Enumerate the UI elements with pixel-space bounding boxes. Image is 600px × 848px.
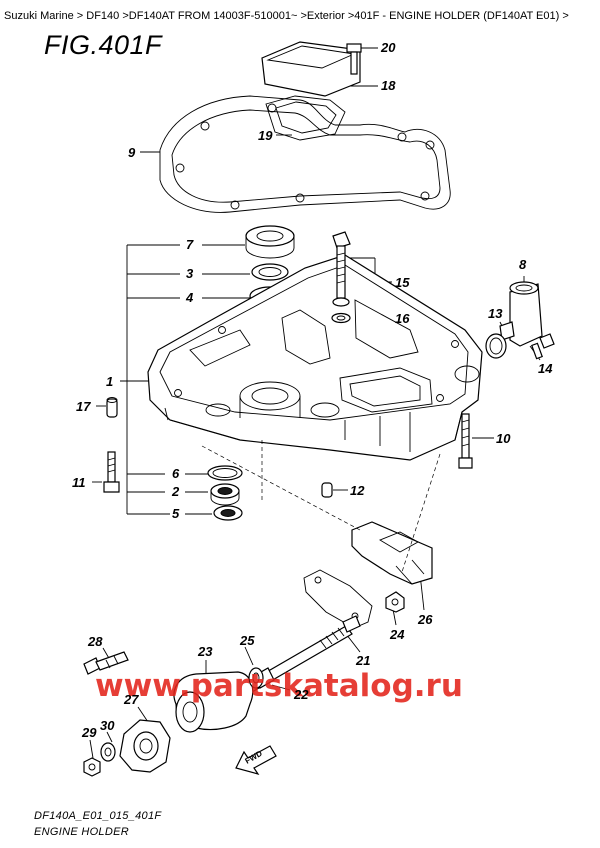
breadcrumb: Suzuki Marine > DF140 >DF140AT FROM 1400…: [4, 10, 598, 23]
gasket-bolt-holes: [175, 103, 435, 210]
mount-plate-gasket: [303, 569, 373, 629]
callout-10: 10: [496, 431, 511, 446]
breadcrumb-current: 401F - ENGINE HOLDER (DF140AT E01): [354, 10, 560, 22]
callout-numbers: 20 18 19 9 7 3 4 1 17 11 6 2 5 15 16 8 1…: [72, 40, 553, 740]
nut-24: [385, 591, 405, 613]
breadcrumb-separator: >: [73, 10, 87, 22]
mount-housing-27: [119, 719, 171, 773]
o-ring-3: [251, 263, 289, 281]
callout-26: 26: [417, 612, 433, 627]
bolt-28: [83, 651, 129, 675]
figure-title: FIG.401F: [44, 30, 163, 60]
callout-14: 14: [538, 361, 553, 376]
breadcrumb-link-suzuki-marine[interactable]: Suzuki Marine: [4, 10, 74, 22]
callout-5: 5: [172, 506, 180, 521]
bearing-2: [210, 483, 240, 506]
breadcrumb-link-df140[interactable]: DF140: [86, 10, 120, 22]
hose-fitting-8: [499, 281, 543, 347]
gasket-inner-9: [171, 109, 441, 203]
engine-holder-1-rim: [159, 264, 469, 421]
gasket-19-inner: [275, 101, 337, 134]
callout-17: 17: [76, 399, 91, 414]
gasket-19: [265, 95, 346, 141]
callout-12: 12: [350, 483, 365, 498]
bolt-15: [332, 231, 351, 307]
callout-20: 20: [380, 40, 396, 55]
callout-18: 18: [381, 78, 396, 93]
callout-23: 23: [197, 644, 213, 659]
callout-19: 19: [258, 128, 273, 143]
bolt-11: [103, 451, 120, 493]
fwd-arrow-icon: FWD: [235, 745, 277, 776]
breadcrumb-separator: >: [119, 10, 129, 22]
callout-1: 1: [106, 374, 113, 389]
gasket-outline-9: [159, 95, 451, 213]
callout-30: 30: [100, 718, 115, 733]
callout-7: 7: [186, 237, 194, 252]
callout-11: 11: [72, 475, 86, 490]
through-bolt-21-22: [245, 615, 361, 693]
dowel-pin-17: [106, 397, 118, 418]
callout-13: 13: [488, 306, 503, 321]
callout-25: 25: [239, 633, 255, 648]
pin-12: [321, 482, 333, 498]
o-ring-6: [207, 465, 243, 481]
drawing-name: ENGINE HOLDER: [34, 826, 129, 838]
breadcrumb-separator: >: [344, 10, 355, 22]
breadcrumb-link-exterior[interactable]: Exterior: [306, 10, 345, 22]
washer-30: [100, 742, 116, 762]
callout-2: 2: [171, 484, 180, 499]
seal-5: [213, 505, 243, 521]
callout-9: 9: [128, 145, 136, 160]
breadcrumb-separator: >: [297, 10, 307, 22]
callout-29: 29: [81, 725, 97, 740]
bolt-10: [458, 413, 473, 469]
breadcrumb-separator: >: [559, 10, 569, 22]
callout-16: 16: [395, 311, 410, 326]
drawing-code: DF140A_E01_015_401F: [34, 810, 162, 822]
assembly-dashed-lines: [201, 440, 441, 573]
cover-18: [261, 41, 361, 97]
oil-seal-7: [245, 225, 295, 259]
callout-3: 3: [186, 266, 194, 281]
watermark-text: www.partskatalog.ru: [95, 668, 463, 704]
engine-holder-1-details: [164, 299, 480, 452]
nut-29: [83, 757, 101, 777]
washer-25: [248, 667, 264, 689]
callout-21: 21: [355, 653, 370, 668]
callout-27: 27: [123, 692, 139, 707]
callout-22: 22: [293, 687, 309, 702]
mount-bracket-26: [351, 521, 433, 585]
breadcrumb-link-df140at-serial[interactable]: DF140AT FROM 14003F-510001~: [128, 10, 298, 22]
bolt-14: [531, 333, 555, 360]
mount-rubber-23: [173, 671, 254, 733]
callout-6: 6: [172, 466, 180, 481]
callout-28: 28: [87, 634, 103, 649]
o-ring-13: [485, 333, 507, 359]
callout-4: 4: [185, 290, 194, 305]
callout-8: 8: [519, 257, 527, 272]
bolt-20: [346, 43, 362, 75]
washer-16: [331, 312, 351, 324]
callout-15: 15: [395, 275, 410, 290]
callout-24: 24: [389, 627, 405, 642]
engine-holder-1: [147, 254, 483, 461]
